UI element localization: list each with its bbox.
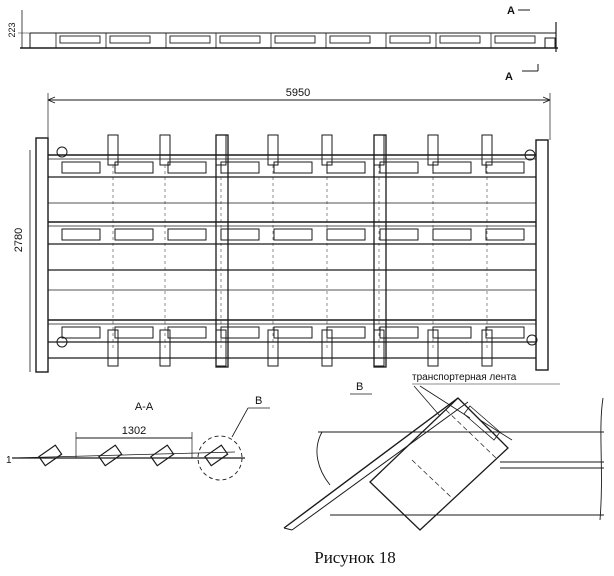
conveyor-cell xyxy=(61,161,101,174)
upright-bottom xyxy=(427,329,439,367)
conveyor-cell xyxy=(432,161,472,174)
conveyor-cell xyxy=(273,228,313,241)
upright-bottom xyxy=(159,329,171,367)
strip-block xyxy=(329,35,371,44)
strip-block xyxy=(494,35,536,44)
top-elevation-view: 223 А А xyxy=(7,5,558,83)
conveyor-cell xyxy=(432,228,472,241)
conveyor-cell xyxy=(61,228,101,241)
strip-block xyxy=(59,35,101,44)
dim-pitch-1302: 1302 xyxy=(122,425,146,437)
upright-top xyxy=(267,134,279,166)
conveyor-cell xyxy=(432,326,472,339)
conveyor-cell xyxy=(379,326,419,339)
upright-top xyxy=(321,134,333,166)
upright-top xyxy=(107,134,119,166)
conveyor-cell xyxy=(61,326,101,339)
conveyor-cell xyxy=(167,161,207,174)
conveyor-cell xyxy=(379,228,419,241)
upright-bottom xyxy=(107,329,119,367)
dim-height-223: 223 xyxy=(7,22,17,37)
section-mark-a-bottom: А xyxy=(505,71,513,83)
main-post xyxy=(373,134,387,368)
conveyor-cell xyxy=(326,228,366,241)
conveyor-cell xyxy=(485,326,525,339)
section-mark-a-top: А xyxy=(507,5,515,17)
detail-mark-b: В xyxy=(255,395,262,407)
conveyor-cell xyxy=(220,326,260,339)
strip-block xyxy=(109,35,151,44)
roller-block xyxy=(204,444,229,467)
section-aa-title: А-А xyxy=(135,401,154,413)
upright-bottom xyxy=(321,329,333,367)
upright-top xyxy=(427,134,439,166)
conveyor-cell xyxy=(167,326,207,339)
conveyor-cell xyxy=(485,228,525,241)
figure-caption: Рисунок 18 xyxy=(314,548,395,567)
conveyor-cell xyxy=(167,228,207,241)
conveyor-cell xyxy=(114,228,154,241)
strip-block xyxy=(389,35,431,44)
dim-height-2780: 2780 xyxy=(13,228,25,252)
strip-block xyxy=(439,35,481,44)
upright-top xyxy=(215,134,227,166)
strip-block xyxy=(219,35,261,44)
conveyor-cell xyxy=(326,326,366,339)
dim-width-5950: 5950 xyxy=(286,87,310,99)
conveyor-cell xyxy=(485,161,525,174)
conveyor-cell xyxy=(220,228,260,241)
roller-block xyxy=(98,444,123,467)
roller-block xyxy=(150,444,175,467)
conveyor-cell xyxy=(326,161,366,174)
main-post xyxy=(215,134,229,368)
upright-bottom xyxy=(267,329,279,367)
conveyor-cell xyxy=(114,161,154,174)
conveyor-cell xyxy=(273,161,313,174)
strip-block xyxy=(274,35,316,44)
upright-top xyxy=(373,134,385,166)
conveyor-cell xyxy=(220,161,260,174)
section-a-a-view: А-А 1 1302 В xyxy=(6,395,270,481)
detail-b-title: В xyxy=(356,381,363,393)
plan-view: 5950 2780 xyxy=(13,87,551,373)
detail-b-view: В транспортерная лента xyxy=(283,372,604,531)
conveyor-cell xyxy=(273,326,313,339)
conveyor-cell xyxy=(114,326,154,339)
upright-top xyxy=(159,134,171,166)
upright-bottom xyxy=(481,329,493,367)
roller-block xyxy=(38,444,63,467)
conveyor-cell xyxy=(379,161,419,174)
upright-top xyxy=(481,134,493,166)
strip-block xyxy=(169,35,211,44)
left-marker: 1 xyxy=(6,455,12,466)
callout-conveyor-belt: транспортерная лента xyxy=(412,372,517,383)
